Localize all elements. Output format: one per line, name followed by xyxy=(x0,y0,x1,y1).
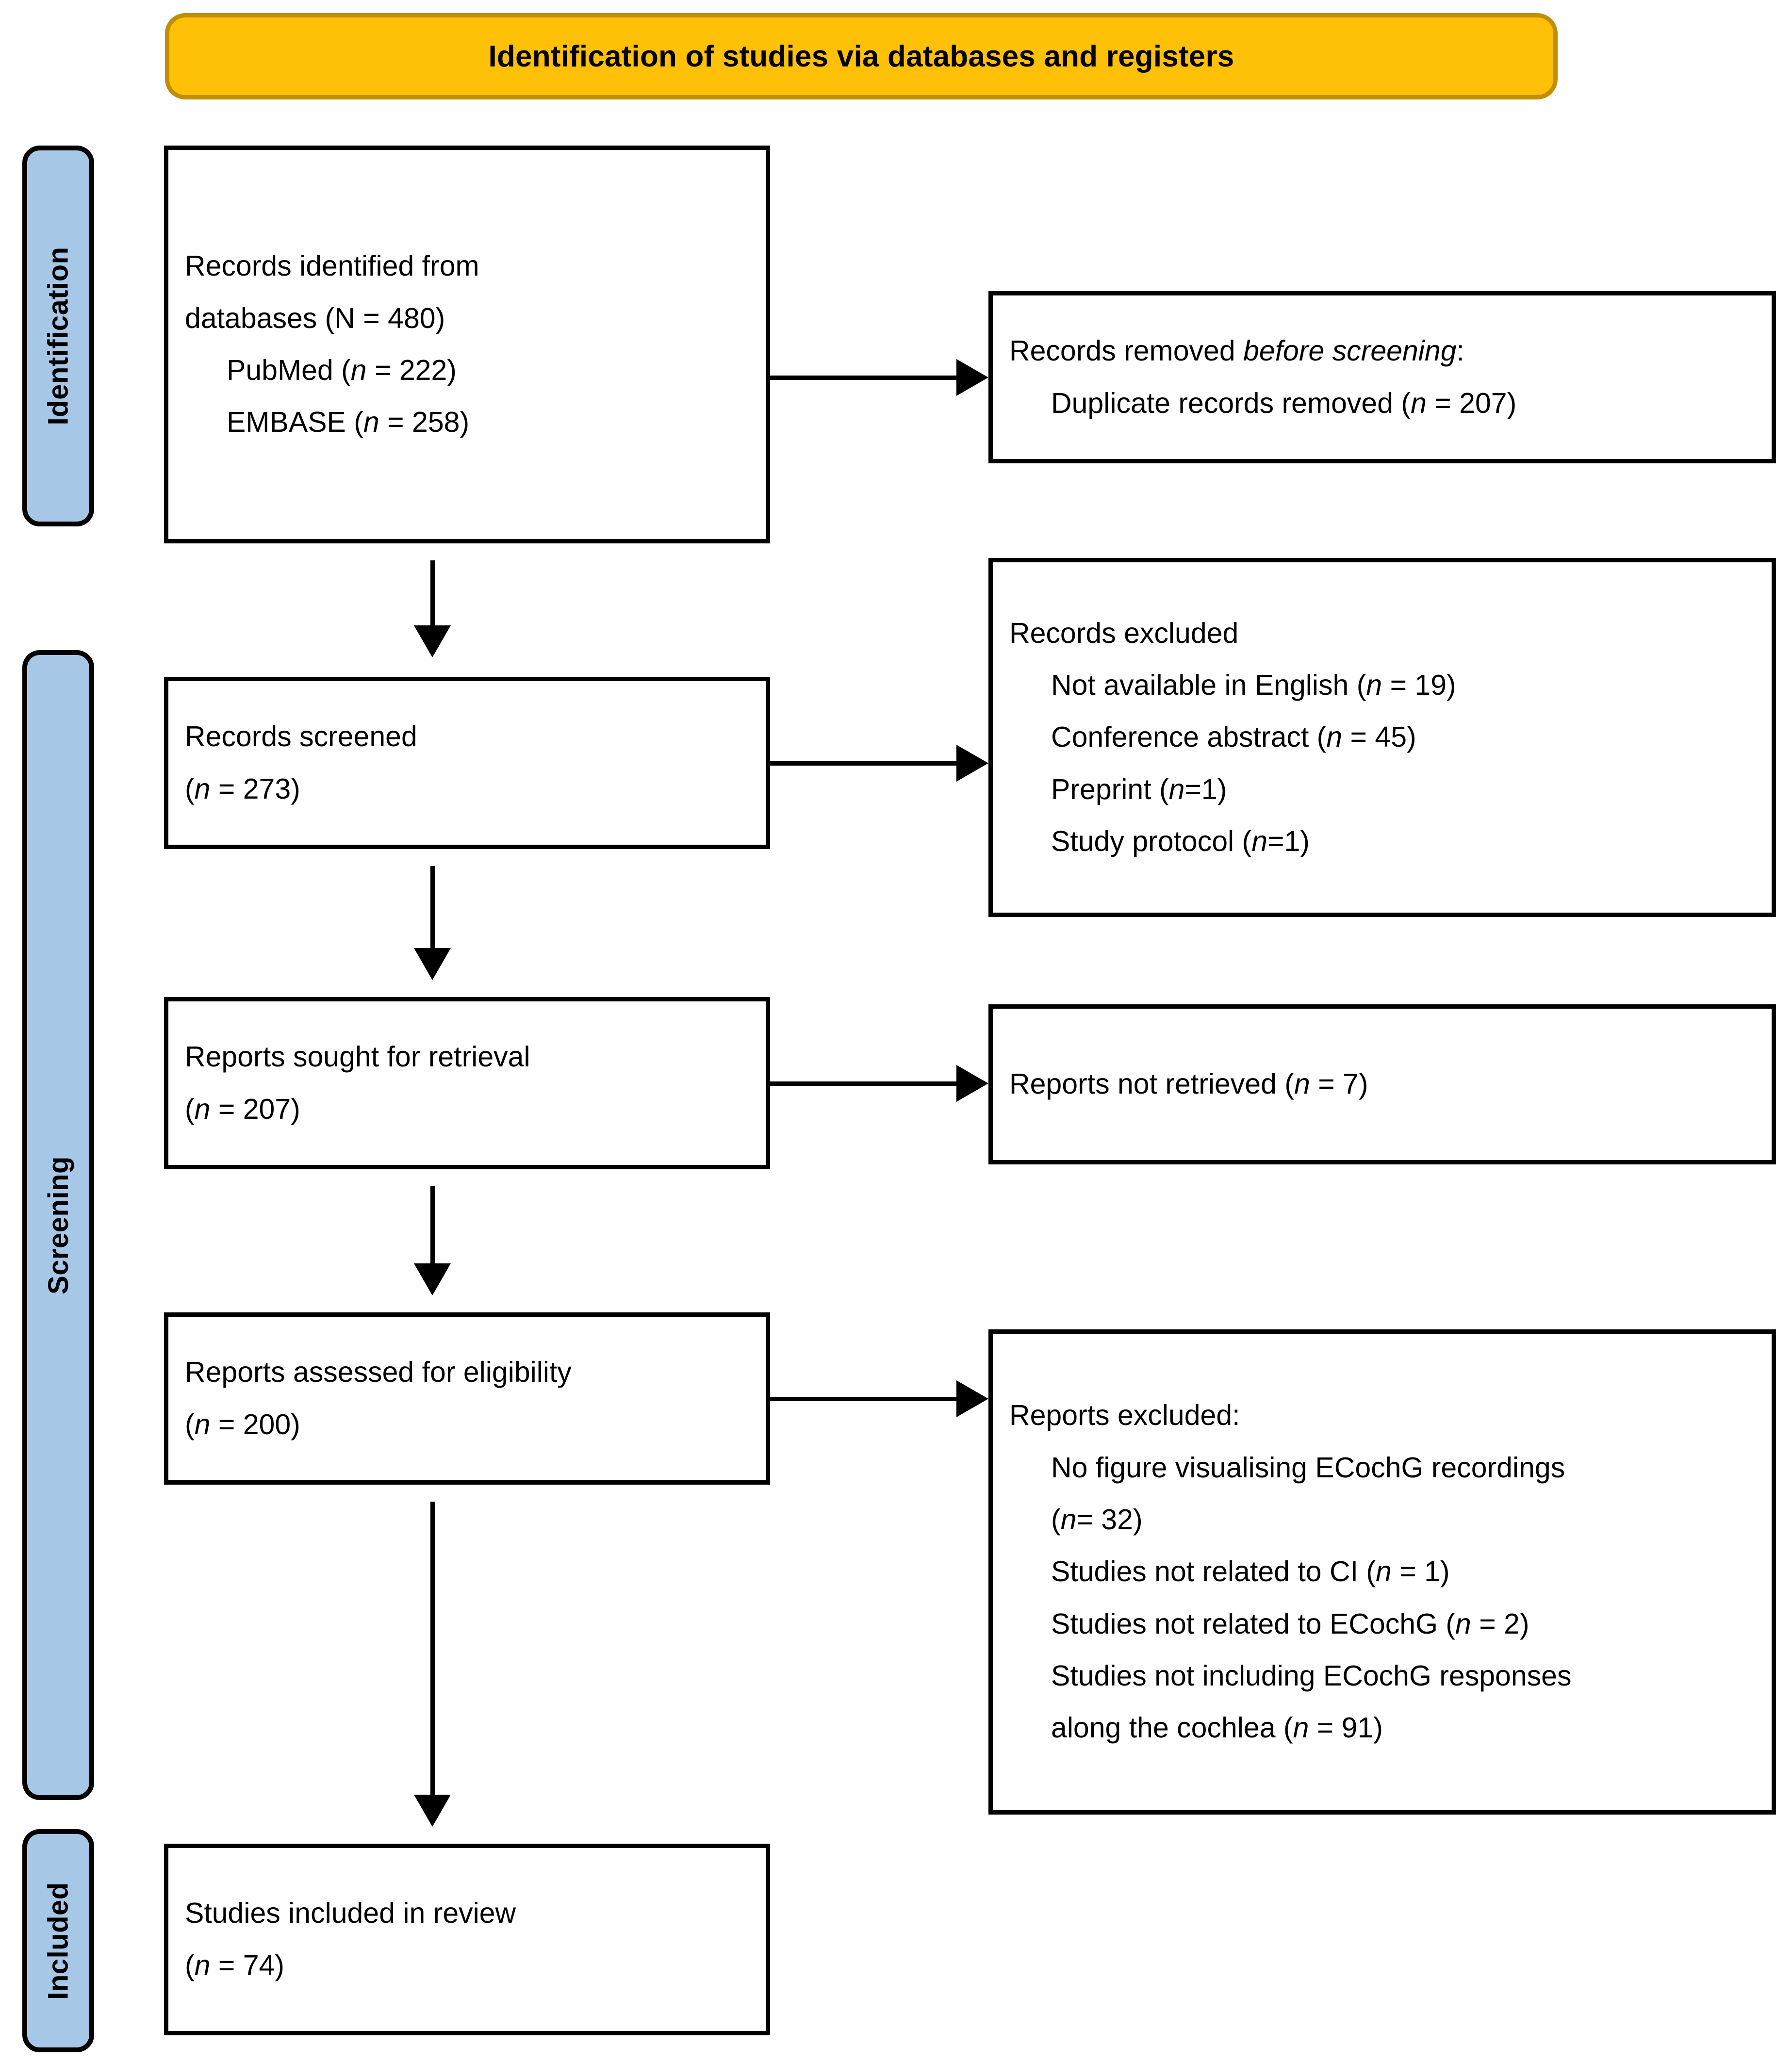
box-records-identified-line-3: PubMed (n = 222) xyxy=(227,354,457,386)
box-records-excluded-line-2: Not available in English (n = 19) xyxy=(1051,669,1456,701)
box-reports-assessed: Reports assessed for eligibility (n = 20… xyxy=(164,1312,770,1485)
box-reports-sought-line-1: Reports sought for retrieval xyxy=(185,1041,530,1073)
arrow-sought-to-assessed xyxy=(414,1186,451,1295)
arrow-assessed-to-included xyxy=(414,1502,451,1827)
box-studies-included-line-2: (n = 74) xyxy=(185,1949,284,1981)
box-records-excluded-line-5: Study protocol (n=1) xyxy=(1051,825,1310,858)
box-reports-excluded-line-6: Studies not including ECochG responses xyxy=(1051,1660,1572,1692)
box-records-identified-line-1: Records identified from xyxy=(185,250,479,282)
box-records-excluded: Records excluded Not available in Englis… xyxy=(988,558,1776,917)
stage-tab-included-label: Included xyxy=(42,1882,74,2000)
box-records-excluded-line-1: Records excluded xyxy=(1009,617,1239,649)
box-reports-excluded: Reports excluded: No figure visualising … xyxy=(988,1329,1776,1815)
box-records-screened-line-1: Records screened xyxy=(185,720,417,753)
stage-tab-included: Included xyxy=(22,1829,94,2052)
box-records-excluded-line-3: Conference abstract (n = 45) xyxy=(1051,721,1416,753)
box-records-removed-line-1: Records removed before screening: xyxy=(1009,335,1464,367)
box-reports-excluded-line-2: No figure visualising ECochG recordings xyxy=(1051,1451,1565,1484)
stage-tab-screening: Screening xyxy=(22,650,94,1800)
box-reports-excluded-line-5: Studies not related to ECochG (n = 2) xyxy=(1051,1607,1529,1640)
box-studies-included-line-1: Studies included in review xyxy=(185,1897,516,1930)
box-reports-sought-line-2: (n = 207) xyxy=(185,1093,300,1125)
box-reports-assessed-line-1: Reports assessed for eligibility xyxy=(185,1356,572,1389)
box-records-removed: Records removed before screening: Duplic… xyxy=(988,291,1776,463)
box-reports-excluded-line-4: Studies not related to CI (n = 1) xyxy=(1051,1555,1450,1588)
box-records-identified-line-4: EMBASE (n = 258) xyxy=(227,406,470,439)
box-reports-not-retrieved: Reports not retrieved (n = 7) xyxy=(988,1004,1776,1164)
box-records-identified: Records identified from databases (N = 4… xyxy=(164,146,770,543)
stage-tab-identification: Identification xyxy=(22,146,94,526)
box-records-removed-line-2: Duplicate records removed (n = 207) xyxy=(1051,387,1517,419)
box-records-identified-line-2: databases (N = 480) xyxy=(185,302,445,334)
arrow-screened-to-excluded xyxy=(770,745,988,782)
arrow-identified-to-screened xyxy=(414,560,451,657)
identification-banner: Identification of studies via databases … xyxy=(165,13,1558,99)
box-reports-excluded-line-7: along the cochlea (n = 91) xyxy=(1051,1712,1383,1744)
stage-tab-identification-label: Identification xyxy=(42,246,74,425)
box-reports-excluded-line-3: (n= 32) xyxy=(1051,1503,1143,1536)
arrow-screened-to-sought xyxy=(414,866,451,980)
box-records-screened-line-2: (n = 273) xyxy=(185,772,300,805)
box-reports-excluded-line-1: Reports excluded: xyxy=(1009,1399,1240,1432)
arrow-identified-to-removed xyxy=(770,359,988,396)
box-reports-not-retrieved-line-1: Reports not retrieved (n = 7) xyxy=(1009,1068,1368,1100)
box-reports-assessed-line-2: (n = 200) xyxy=(185,1408,300,1440)
box-records-excluded-line-4: Preprint (n=1) xyxy=(1051,773,1227,805)
box-records-screened: Records screened (n = 273) xyxy=(164,677,770,849)
box-reports-sought: Reports sought for retrieval (n = 207) xyxy=(164,997,770,1169)
arrow-assessed-to-reports-excluded xyxy=(770,1380,988,1417)
box-studies-included: Studies included in review (n = 74) xyxy=(164,1844,770,2035)
banner-title: Identification of studies via databases … xyxy=(488,39,1234,73)
stage-tab-screening-label: Screening xyxy=(42,1156,74,1294)
arrow-sought-to-not-retrieved xyxy=(770,1065,988,1102)
